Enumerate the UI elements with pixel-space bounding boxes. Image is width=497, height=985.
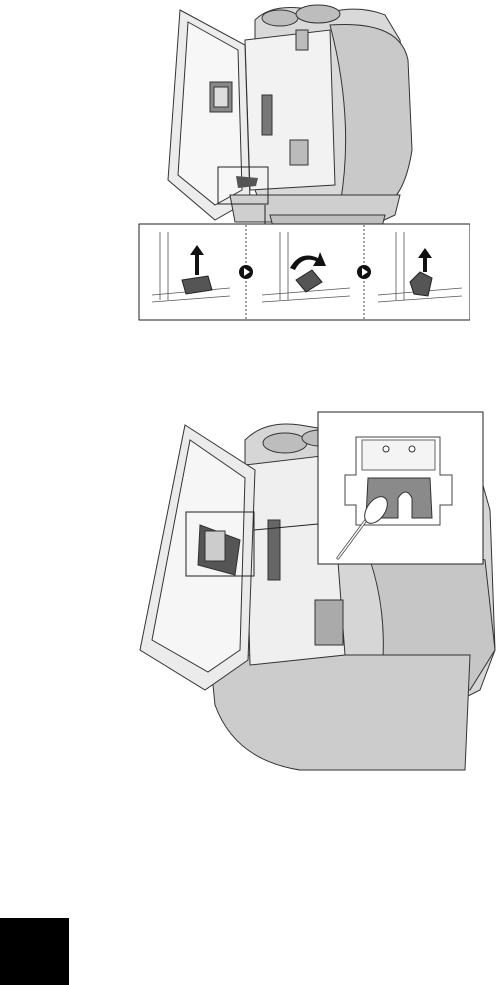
cleaning-callout [318,412,483,564]
page-number-tab [0,918,69,985]
device-door-open-illustration [130,0,470,325]
detail-strip [139,224,470,320]
device-cleaning-illustration [130,400,497,775]
